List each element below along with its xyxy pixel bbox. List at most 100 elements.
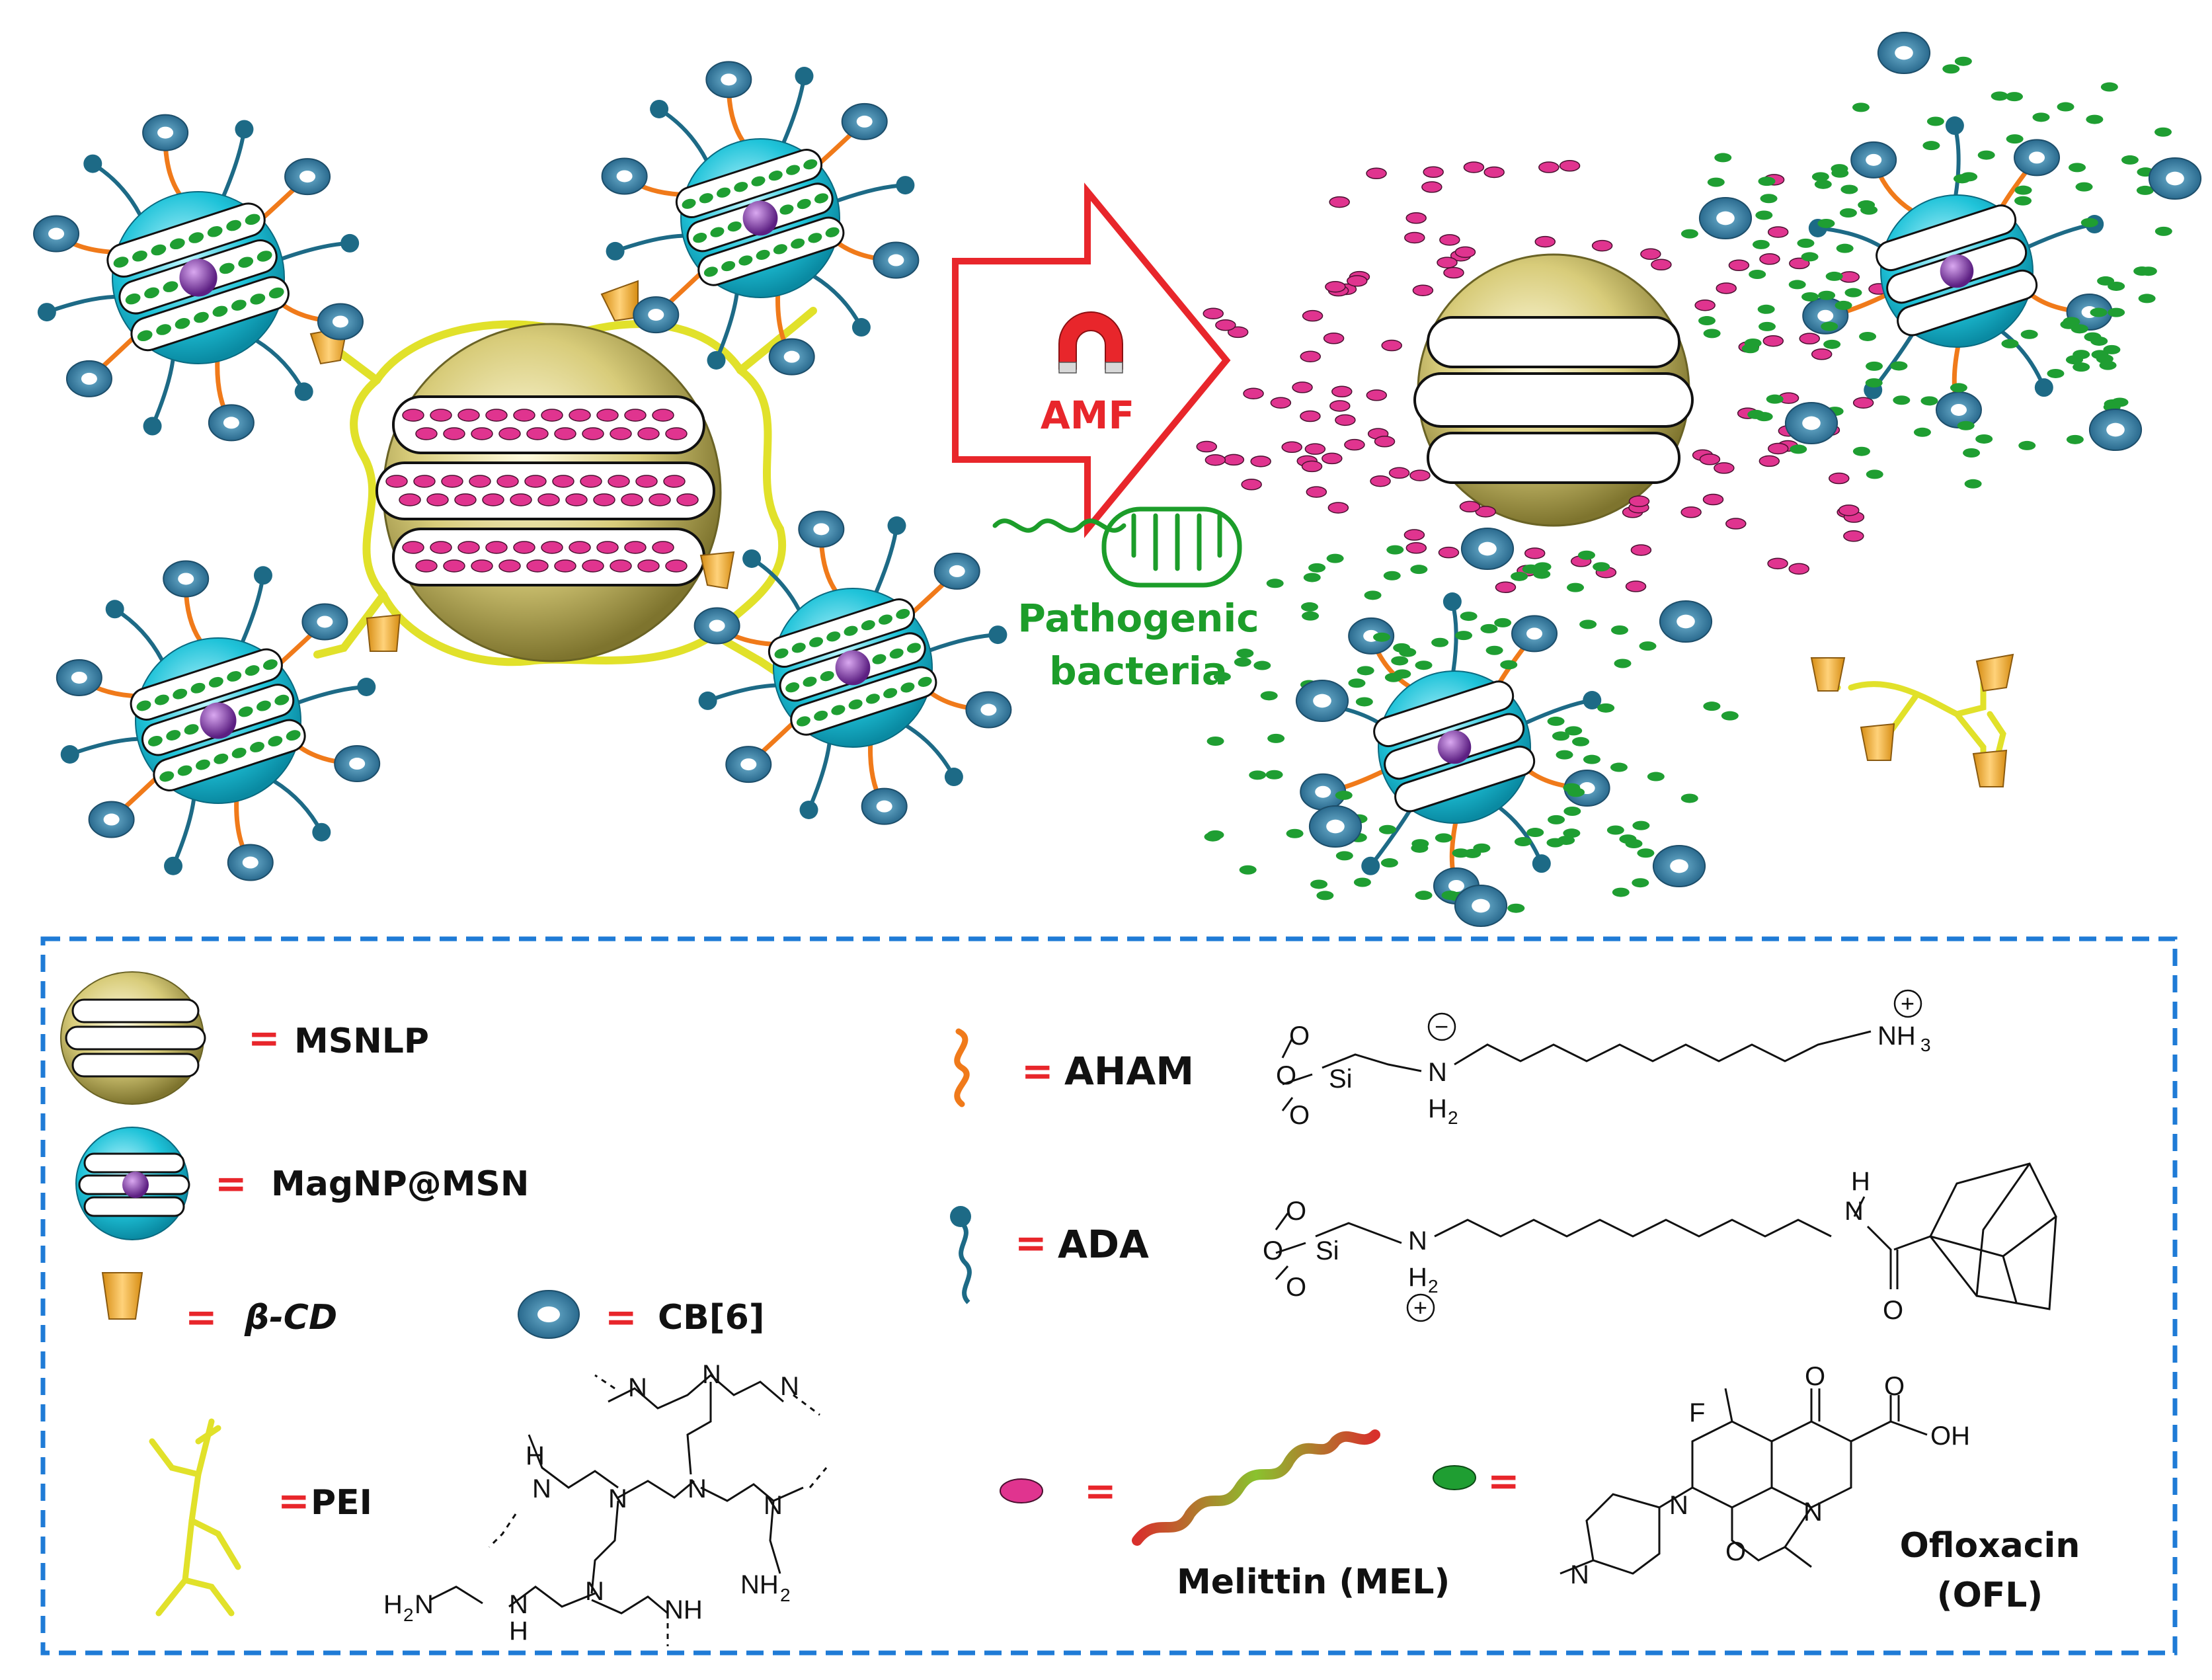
legend-aham-icon <box>954 1028 970 1107</box>
ofloxacin-dot <box>756 249 770 260</box>
ofloxacin-dot <box>1859 331 1877 341</box>
ofloxacin-dot <box>1790 444 1807 454</box>
cb6-hole <box>349 758 366 770</box>
ofloxacin-dot <box>1922 141 1940 151</box>
ofloxacin-dot <box>151 244 167 256</box>
pei-nh2-n: NH <box>740 1570 779 1599</box>
melittin-dot <box>554 559 576 573</box>
cb6-hole <box>71 671 87 684</box>
ofloxacin-dot <box>1455 631 1473 641</box>
ofloxacin-dot <box>238 257 254 268</box>
melittin-dot <box>1304 443 1326 455</box>
ada-chain <box>255 339 306 393</box>
released-msnlp <box>1413 253 1694 527</box>
ofloxacin-dot <box>1632 820 1650 830</box>
melittin-dot <box>1534 235 1556 248</box>
melittin-dot <box>665 559 688 573</box>
ofloxacin-dot <box>1890 361 1908 371</box>
melittin-dot <box>426 493 449 506</box>
bacteria-icon <box>992 506 1242 588</box>
pore-channel <box>1897 269 2038 337</box>
legend-cb6-eq: = <box>605 1295 637 1340</box>
ofloxacin-dot <box>1788 280 1806 290</box>
ofloxacin-dot <box>1801 252 1819 262</box>
cb6-hole <box>317 616 333 628</box>
melittin-dot <box>1628 495 1650 507</box>
ofloxacin-dot <box>227 671 242 682</box>
ofloxacin-dot <box>1797 238 1815 248</box>
ofloxacin-dot <box>1811 172 1829 182</box>
legend-bcd-eq: = <box>185 1295 217 1340</box>
ofloxacin-dot <box>1963 448 1981 458</box>
melittin-dot <box>498 427 521 440</box>
ofloxacin-dot <box>245 214 260 225</box>
melittin-dot <box>1630 544 1652 556</box>
cb6-hole <box>721 73 737 86</box>
ofloxacin-dot <box>1308 563 1326 573</box>
ada-chain <box>46 294 115 314</box>
ofloxacin-dot <box>125 293 141 305</box>
ofloxacin-dot <box>865 694 880 704</box>
ofloxacin-dot <box>2057 102 2074 112</box>
ofloxacin-dot <box>1494 618 1512 627</box>
pei-h2n-sub: 2 <box>403 1605 414 1625</box>
ofloxacin-dot <box>1204 832 1222 842</box>
ofloxacin-dot <box>785 682 800 693</box>
melittin-dot <box>471 427 493 440</box>
ofloxacin-dot <box>791 238 805 249</box>
ofloxacin-dot <box>2136 185 2154 195</box>
melittin-dot <box>471 559 493 573</box>
magnp-msn-particle <box>693 510 1012 825</box>
ada-si: Si <box>1316 1236 1339 1265</box>
aham-plus-ring <box>1893 989 1922 1018</box>
aham-plus: + <box>1901 990 1915 1017</box>
melittin-dot <box>1459 500 1481 513</box>
ada-chain <box>1368 808 1413 867</box>
ofloxacin-dot <box>1703 701 1721 711</box>
ofloxacin-dot <box>2154 127 2172 137</box>
melittin-dot <box>1388 467 1410 479</box>
aham-minus-ring <box>1427 1012 1456 1041</box>
ofloxacin-dot <box>1721 711 1739 721</box>
pei-n-5: N <box>608 1484 627 1513</box>
ofloxacin-dot <box>2032 112 2050 122</box>
melittin-dot <box>1329 196 1350 208</box>
ofl-f: F <box>1689 1398 1705 1427</box>
melittin-dot <box>652 541 674 554</box>
melittin-dot <box>1329 400 1351 412</box>
ada-head <box>851 318 871 337</box>
ada-chain <box>874 525 899 593</box>
ofloxacin-dot <box>1526 828 1544 838</box>
ofloxacin-dot <box>1556 750 1573 760</box>
melittin-dot <box>1694 299 1716 311</box>
ofloxacin-dot <box>1563 828 1581 838</box>
legend-ofloxacin-label-1: Ofloxacin <box>1900 1526 2080 1566</box>
ofloxacin-dot <box>809 637 824 647</box>
ofloxacin-dot <box>1752 239 1770 249</box>
ada-head <box>1442 592 1462 612</box>
melittin-dot <box>1559 160 1581 172</box>
legend-melittin-label: Melittin (MEL) <box>1177 1562 1450 1602</box>
legend-box <box>40 936 2178 1656</box>
ofloxacin-dot <box>1473 843 1491 853</box>
legend-ada-icon <box>950 1206 972 1304</box>
cb6-hole <box>949 565 965 577</box>
ada-chain <box>273 780 323 834</box>
ofloxacin-dot <box>1415 891 1433 900</box>
ada-carbonyl-o: O <box>1883 1296 1903 1325</box>
ofloxacin-dot <box>212 305 228 317</box>
ada-chain <box>905 724 956 778</box>
ofloxacin-dot <box>1303 573 1321 582</box>
melittin-dot <box>1439 234 1460 246</box>
ofloxacin-dot <box>1597 703 1615 713</box>
ada-head <box>650 99 669 118</box>
ofloxacin-dot <box>1950 383 1967 393</box>
pore-channel <box>1876 204 2017 272</box>
ofloxacin-dot <box>1253 660 1271 670</box>
pei-n-4: N <box>532 1474 551 1503</box>
ofloxacin-dot <box>844 625 858 636</box>
ofloxacin-dot <box>1265 770 1283 780</box>
ofloxacin-dot <box>1310 879 1328 889</box>
ofloxacin-dot <box>1266 579 1284 588</box>
ofloxacin-dot <box>1610 625 1628 635</box>
